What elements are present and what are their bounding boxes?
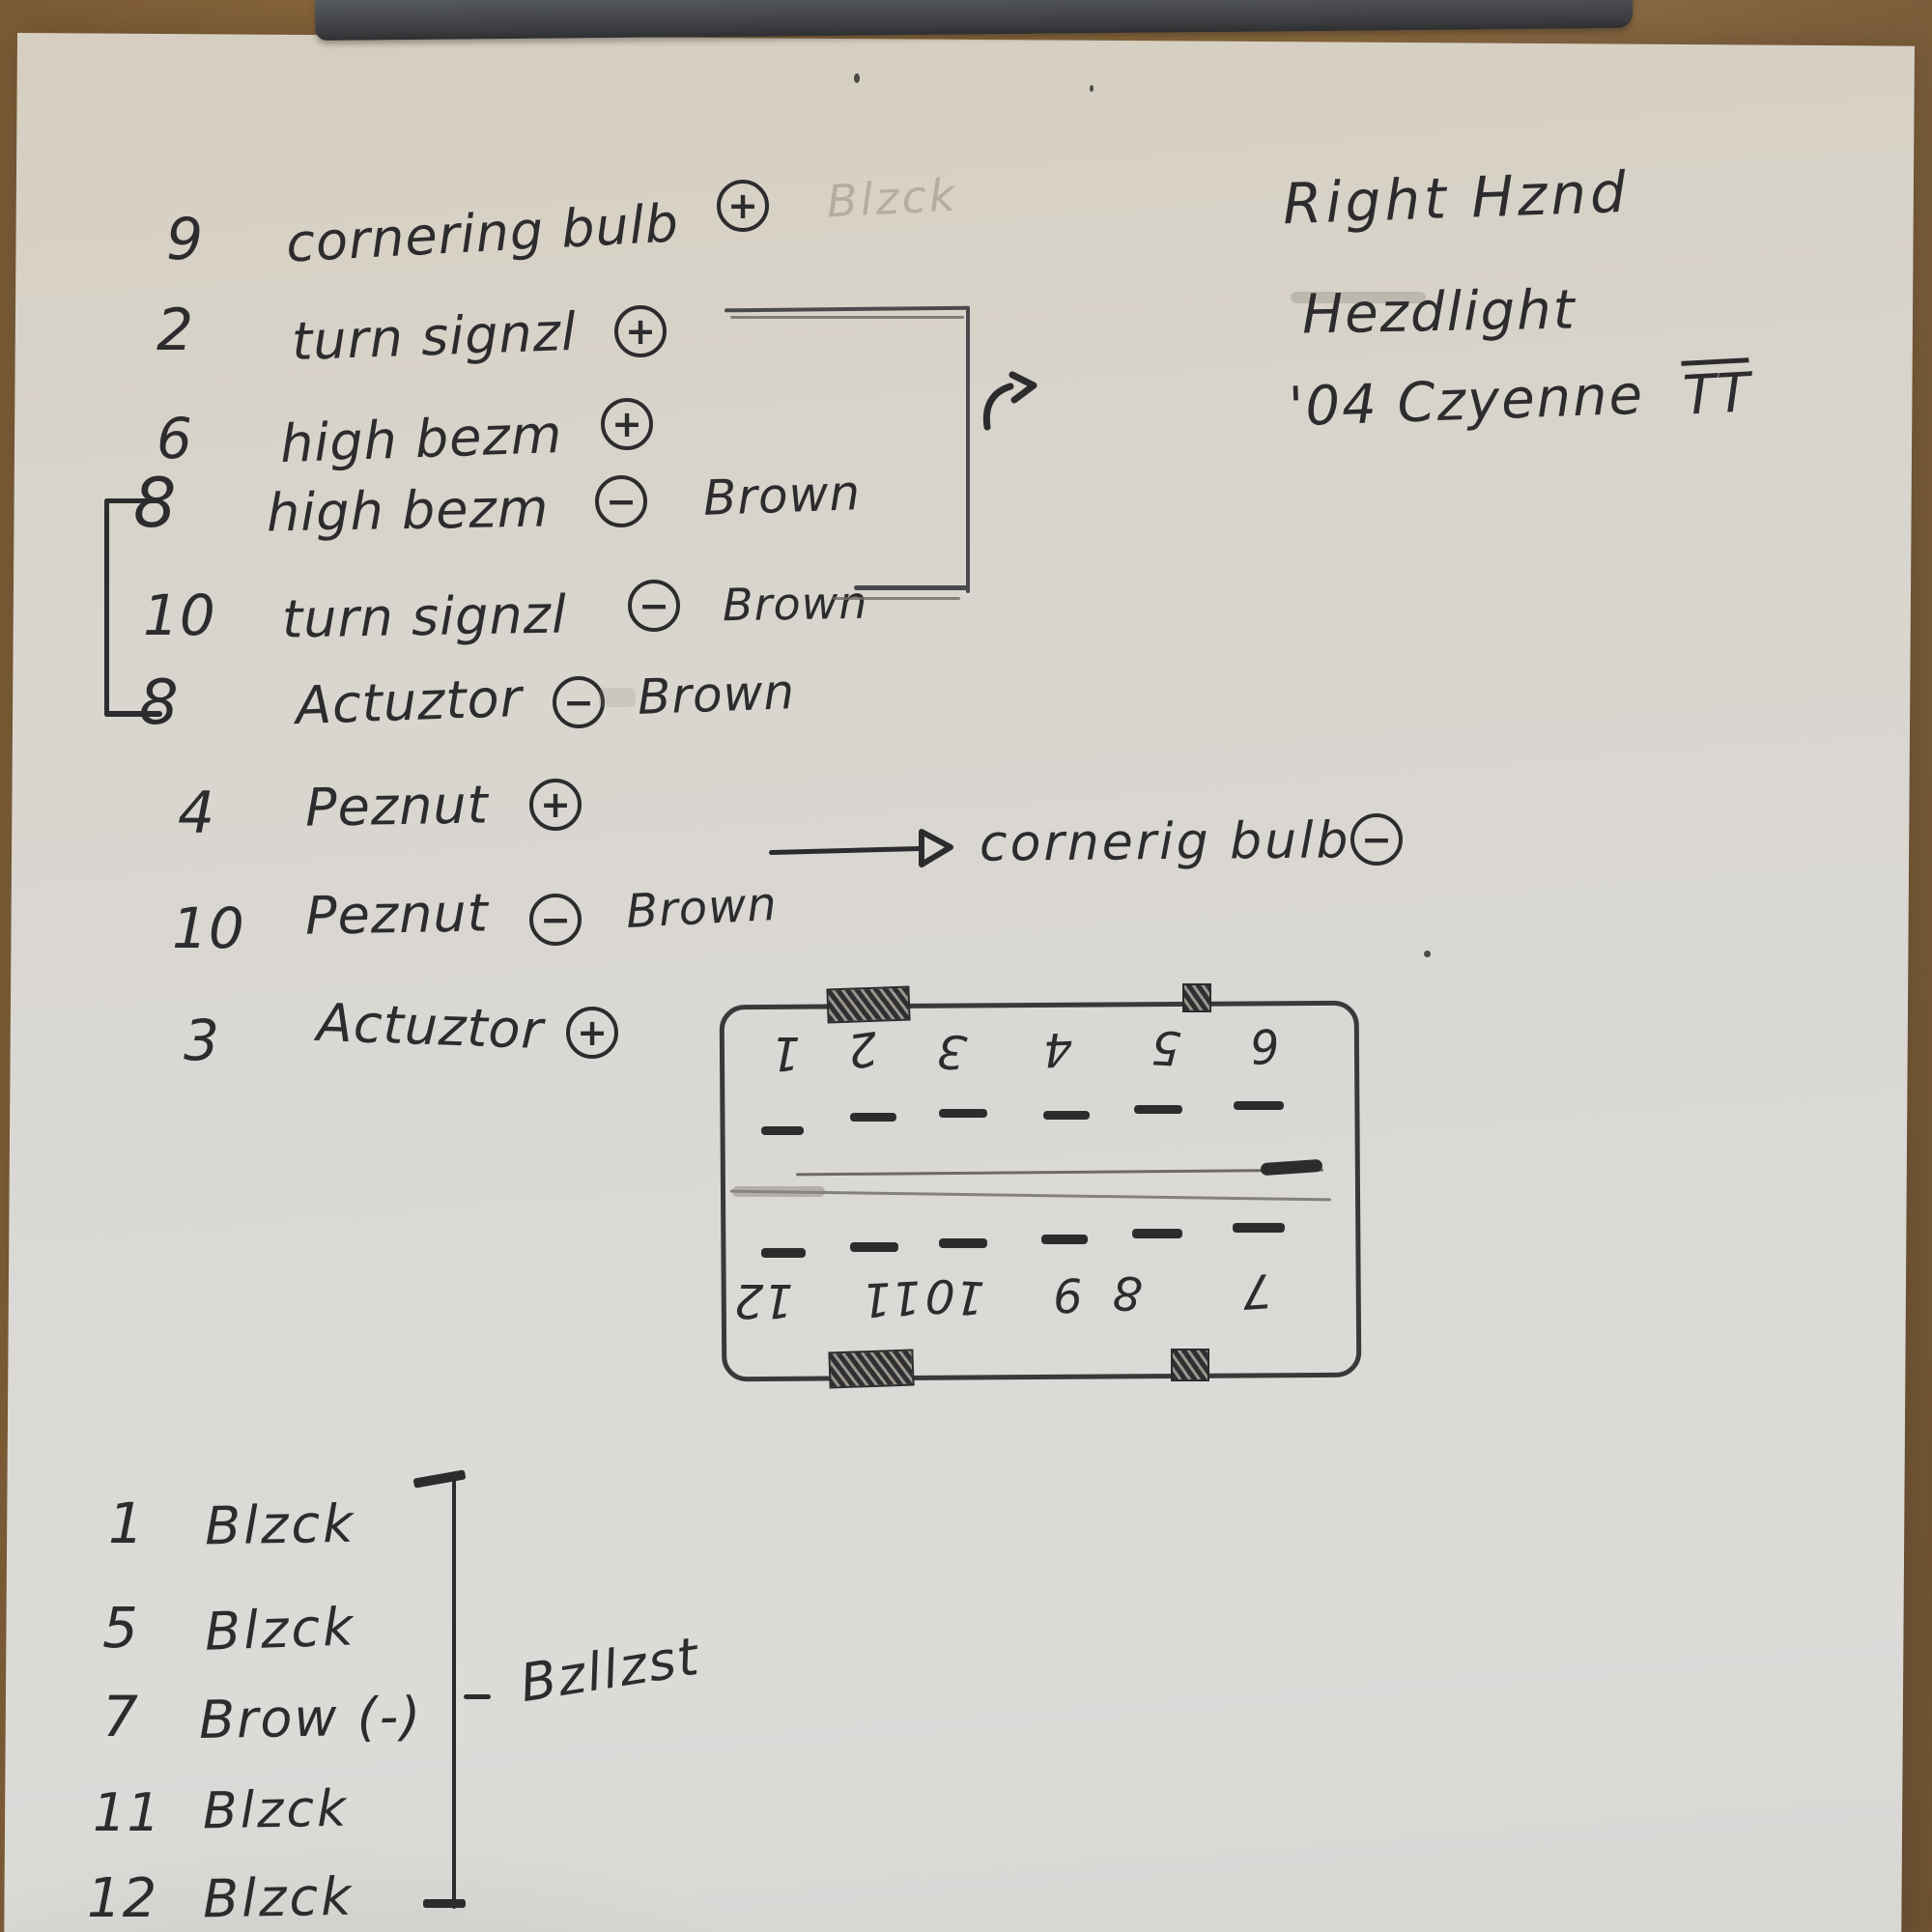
pin-slot — [1041, 1235, 1088, 1244]
connector-pin-number: 7 — [1240, 1263, 1274, 1319]
plus-circle-icon: + — [717, 180, 769, 232]
header-line1: Right Hznd — [1281, 158, 1631, 238]
plus-circle-icon: + — [614, 305, 667, 357]
connector-pin-number: 3 — [934, 1022, 969, 1080]
pin-number: 10 — [143, 582, 216, 648]
pin-label: Actuztor — [315, 991, 545, 1062]
pin-slot — [1043, 1111, 1090, 1120]
wire-color: Brow (-) — [198, 1685, 423, 1751]
pin-label: high bezm — [278, 403, 564, 475]
pin-slot — [939, 1109, 987, 1118]
bracket-vertical-line — [966, 307, 970, 593]
connector-pin-number: 1 — [771, 1026, 801, 1080]
pin-label: Peznut — [304, 774, 490, 838]
ballast-bracket-dash — [464, 1694, 491, 1699]
connector-pin-number: 5 — [1150, 1019, 1182, 1075]
header-line3-suffix: TT — [1681, 357, 1752, 428]
pin-slot — [1134, 1105, 1182, 1114]
connector-pin-number: 10 — [923, 1267, 986, 1325]
wire-color: Blzck — [203, 1596, 357, 1662]
minus-circle-icon: − — [595, 475, 647, 527]
pin-number: 6 — [156, 406, 193, 471]
connector-tab-top-right — [1182, 983, 1211, 1012]
connector-pin-number: 12 — [734, 1273, 794, 1327]
pin-number: 7 — [102, 1684, 139, 1749]
wire-color: Blzck — [204, 1492, 356, 1557]
bracket-top-line-pencil — [730, 316, 964, 319]
pin-number: 8 — [133, 464, 178, 543]
arrow-target-label: cornerig bulb — [979, 811, 1351, 873]
pin-number: 8 — [139, 668, 180, 739]
left-bracket-bottom-tick — [104, 711, 162, 717]
clipboard-bar — [315, 0, 1634, 41]
pin-slot — [761, 1126, 804, 1135]
pin-number: 1 — [108, 1491, 145, 1556]
pin-slot — [761, 1248, 806, 1258]
connector-pin-number: 6 — [1247, 1016, 1282, 1074]
pin-number: 10 — [172, 895, 245, 961]
pin-number: 3 — [184, 1008, 220, 1073]
pin-number: 11 — [93, 1782, 161, 1843]
divider-smudge — [732, 1186, 825, 1197]
pin-label: high bezm — [266, 477, 550, 544]
minus-circle-icon: − — [1350, 813, 1403, 866]
minus-circle-icon: − — [529, 894, 582, 946]
bracket-bottom-line — [854, 585, 970, 590]
wire-color-faint: Blzck — [825, 168, 959, 228]
curved-arrow-icon — [982, 371, 1037, 431]
bracket-bottom-line-pencil — [833, 597, 960, 600]
pin-slot — [850, 1242, 898, 1252]
wire-color: Brown — [722, 576, 868, 632]
pin-number: 2 — [156, 297, 195, 364]
ballast-bracket-bottom-tick — [423, 1899, 466, 1908]
pin-slot — [1132, 1229, 1182, 1238]
plus-circle-icon: + — [529, 779, 582, 831]
connector-tab-top-left — [826, 985, 911, 1024]
connector-pin-number: 2 — [844, 1020, 882, 1078]
left-bracket-top-tick — [104, 498, 160, 503]
paper-speck — [1424, 951, 1431, 957]
connector-pin-number: 9 — [1052, 1266, 1084, 1322]
ballast-bracket-line — [452, 1478, 456, 1909]
plus-circle-icon: + — [566, 1007, 618, 1059]
wire-color: Blzck — [202, 1779, 350, 1841]
wire-color: Brown — [624, 876, 780, 940]
pencil-smudge — [1291, 292, 1426, 303]
wire-color: Blzck — [202, 1865, 355, 1930]
pin-number: 5 — [102, 1595, 139, 1661]
pin-slot — [850, 1113, 896, 1122]
connector-tab-bottom-left — [828, 1349, 915, 1389]
connector-pin-number: 8 — [1111, 1264, 1145, 1321]
minus-circle-icon: − — [553, 676, 605, 728]
paper-speck — [854, 73, 860, 83]
pin-label: Peznut — [304, 882, 490, 947]
minus-circle-icon: − — [628, 580, 680, 632]
wire-color: Brown — [702, 465, 863, 526]
pin-slot — [939, 1238, 987, 1248]
pin-label: turn signzl — [290, 300, 578, 373]
left-bracket-line — [104, 500, 109, 717]
connector-pin-number: 11 — [860, 1269, 923, 1327]
arrow-head-icon — [919, 829, 953, 867]
pin-label: turn signzl — [281, 583, 568, 650]
wire-color: Brown — [637, 664, 797, 725]
paper-speck — [1090, 85, 1094, 92]
pencil-ghost — [599, 688, 636, 707]
connector-tab-bottom-right — [1171, 1349, 1209, 1381]
pin-number: 4 — [178, 780, 216, 847]
header-line2: Hezdlight — [1301, 278, 1577, 347]
pin-label: Actuztor — [294, 667, 524, 737]
pin-number: 9 — [166, 206, 205, 273]
header-line3: '04 Czyenne — [1287, 363, 1645, 440]
pin-slot — [1234, 1101, 1284, 1110]
plus-circle-icon: + — [601, 398, 653, 450]
connector-pin-number: 4 — [1042, 1021, 1074, 1077]
pin-slot — [1233, 1223, 1285, 1233]
pin-number: 12 — [87, 1867, 158, 1930]
